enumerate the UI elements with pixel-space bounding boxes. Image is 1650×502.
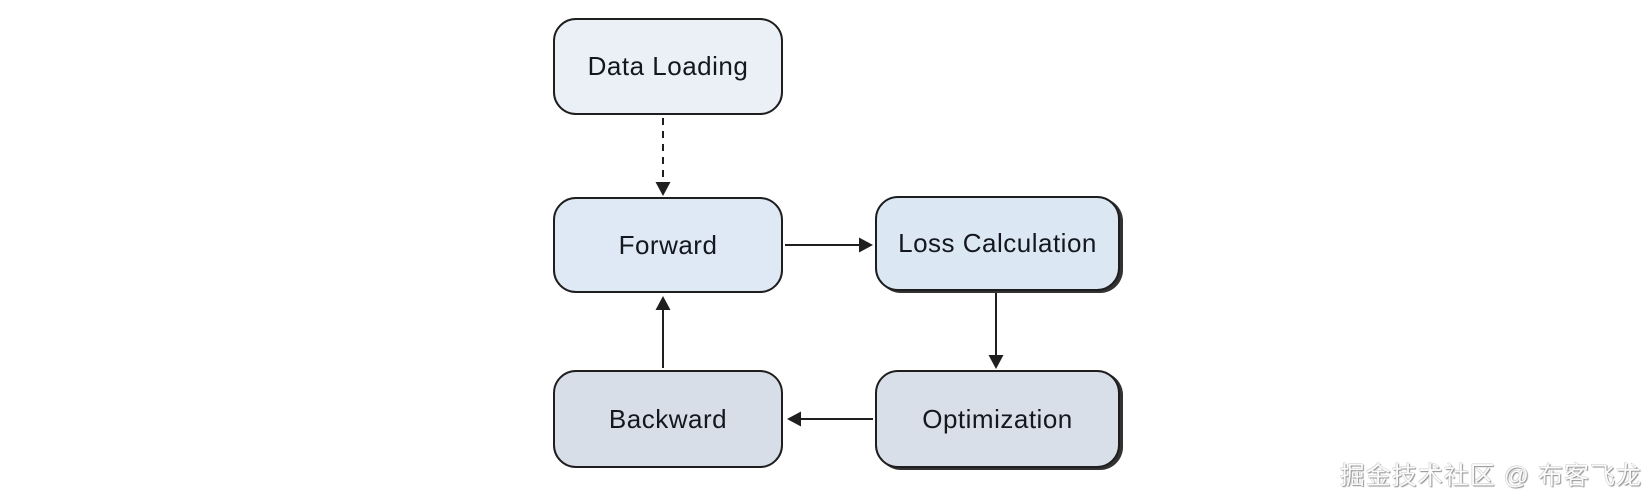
node-forward-label: Forward [618,229,718,260]
node-optimization-label: Optimization [922,403,1073,434]
node-data-loading: Data Loading [553,18,783,115]
arrow-data-loading-to-forward [655,118,671,196]
node-backward: Backward [553,370,783,468]
node-loss-calculation-label: Loss Calculation [898,228,1097,258]
arrow-loss-calculation-to-optimization [988,293,1004,369]
node-backward-label: Backward [608,403,728,434]
node-forward: Forward [553,197,783,293]
node-optimization: Optimization [875,370,1120,468]
arrow-forward-to-loss-calculation [785,237,873,253]
arrow-backward-to-forward [655,296,671,368]
node-loss-calculation: Loss Calculation [875,196,1120,291]
watermark-text: 掘金技术社区 @ 布客飞龙 [1339,462,1642,490]
node-data-loading-label: Data Loading [587,51,749,81]
arrow-optimization-to-backward [787,411,873,427]
